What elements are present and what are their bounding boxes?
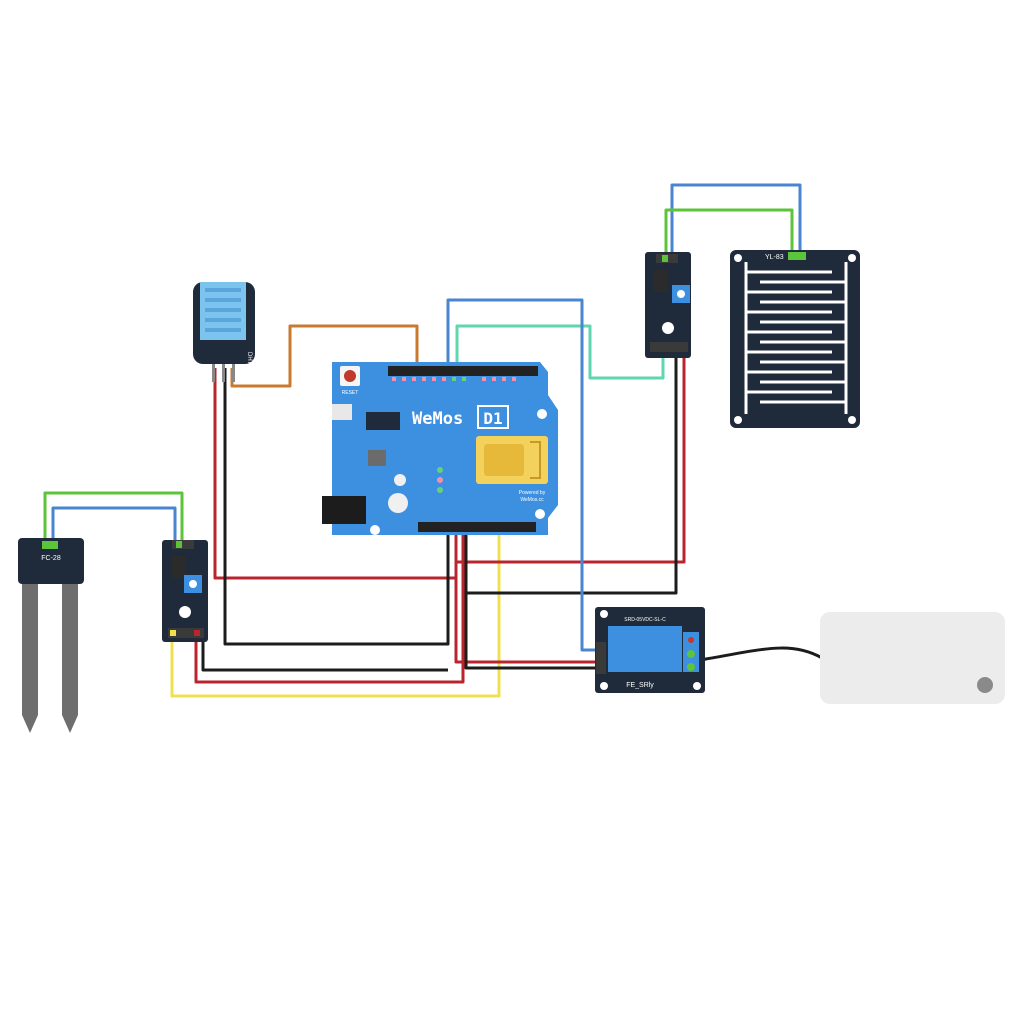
wire-soil-yellow xyxy=(170,523,501,698)
rain-sensor-module xyxy=(645,252,691,358)
power-jack xyxy=(322,496,366,524)
wire-rain-green xyxy=(664,208,794,258)
pump-device xyxy=(820,612,1005,704)
dht-sensor: DHT11 xyxy=(193,282,255,382)
wires xyxy=(43,183,823,698)
rain-plate: YL-83 xyxy=(730,250,860,428)
wire-pump-black xyxy=(699,646,823,662)
wemos-d1-board: RESET WeMos D1 Powered by WeMos.cc xyxy=(322,362,558,535)
wire-dht-red xyxy=(213,368,456,580)
wire-dht-black xyxy=(223,368,450,646)
board-model: D1 xyxy=(483,409,502,428)
status-leds xyxy=(437,467,443,493)
wire-rain-mint xyxy=(455,324,665,380)
board-sublabel2: WeMos.cc xyxy=(520,497,544,503)
soil-sensor-module xyxy=(162,540,208,642)
dht-label: DHT11 xyxy=(246,352,252,371)
wire-soil-green xyxy=(43,491,184,548)
wire-rain-blue xyxy=(670,183,802,258)
relay-module: SRD-05VDC-SL-C FE_SRly xyxy=(595,607,705,693)
usb-port xyxy=(332,404,352,420)
wire-relay-red xyxy=(454,523,598,664)
relay-top-label: SRD-05VDC-SL-C xyxy=(624,617,666,623)
wire-soil-black xyxy=(201,632,448,672)
soil-probe-label: FC-28 xyxy=(41,555,61,562)
soil-probe: FC-28 xyxy=(18,538,84,733)
wire-rain-red xyxy=(456,358,686,564)
reset-label: RESET xyxy=(342,390,359,396)
board-brand: WeMos xyxy=(412,409,463,429)
relay-label: FE_SRly xyxy=(626,682,654,689)
wire-soil-red xyxy=(194,523,465,684)
wire-soil-blue xyxy=(51,506,177,548)
rain-plate-label: YL-83 xyxy=(765,254,784,261)
wire-relay-black xyxy=(464,523,598,670)
board-sublabel: Powered by xyxy=(519,490,546,496)
wire-dht-orange xyxy=(230,324,419,388)
wire-relay-blue xyxy=(446,298,598,652)
wire-rain-black xyxy=(466,358,678,595)
